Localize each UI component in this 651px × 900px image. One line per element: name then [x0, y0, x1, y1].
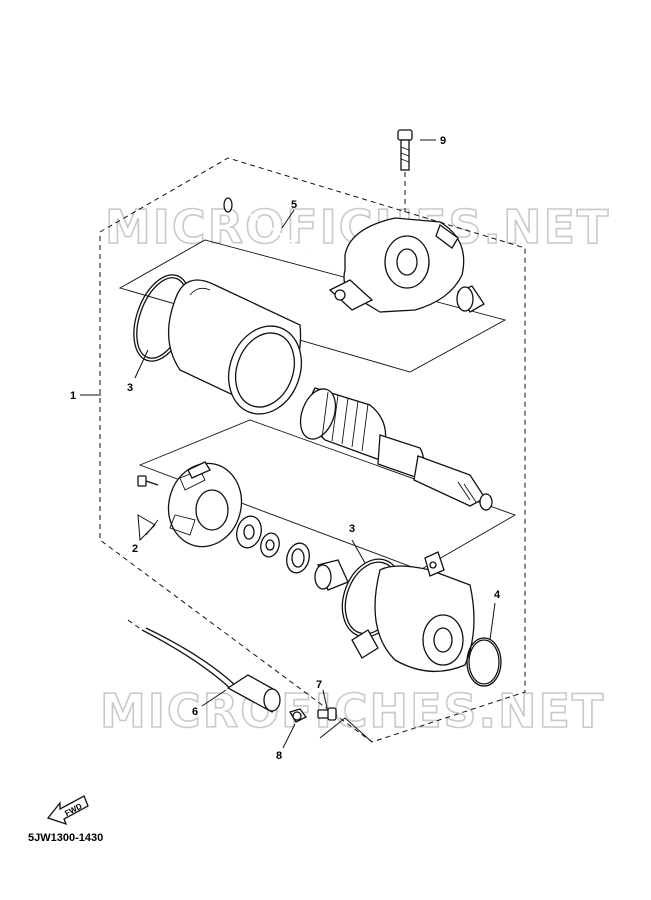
callout-4: 4: [494, 589, 501, 601]
assembly-outline: [99, 157, 526, 743]
leader-lines: [80, 139, 496, 749]
callout-7: 7: [316, 679, 322, 691]
catalog-code: 5JW1300-1430: [28, 832, 104, 844]
callout-5: 5: [291, 199, 297, 211]
guide-plane-lower: [138, 419, 517, 571]
nut-8: [289, 708, 307, 723]
screw-7: [317, 707, 337, 721]
yoke-housing: [167, 279, 302, 415]
callout-8: 8: [276, 750, 282, 762]
watermark-bottom: MICROFICHES.NET: [100, 684, 605, 738]
bolt-9: [397, 129, 413, 212]
forward-arrow-icon: FWD: [46, 795, 89, 826]
bushing: [456, 285, 485, 313]
needle-bearing: [314, 559, 349, 591]
through-bolt-5: [223, 197, 333, 269]
armature: [299, 387, 493, 511]
callout-3-upper: 3: [127, 382, 133, 394]
front-cover: [328, 217, 465, 313]
lead-wire-6: [127, 619, 281, 713]
rear-cover: [351, 551, 475, 673]
o-ring-4: [466, 637, 502, 687]
callout-2: 2: [132, 543, 138, 555]
oil-seal: [286, 542, 310, 574]
washer-b: [260, 532, 280, 558]
screw-2: [137, 475, 159, 487]
callout-6: 6: [192, 706, 198, 718]
callout-1: 1: [70, 390, 76, 402]
brush-holder: [167, 461, 243, 548]
watermark-top: MICROFICHES.NET: [105, 200, 610, 254]
washer-a: [236, 515, 262, 549]
guide-plane-upper: [118, 239, 507, 373]
callout-9: 9: [440, 135, 446, 147]
callout-3-lower: 3: [349, 523, 355, 535]
